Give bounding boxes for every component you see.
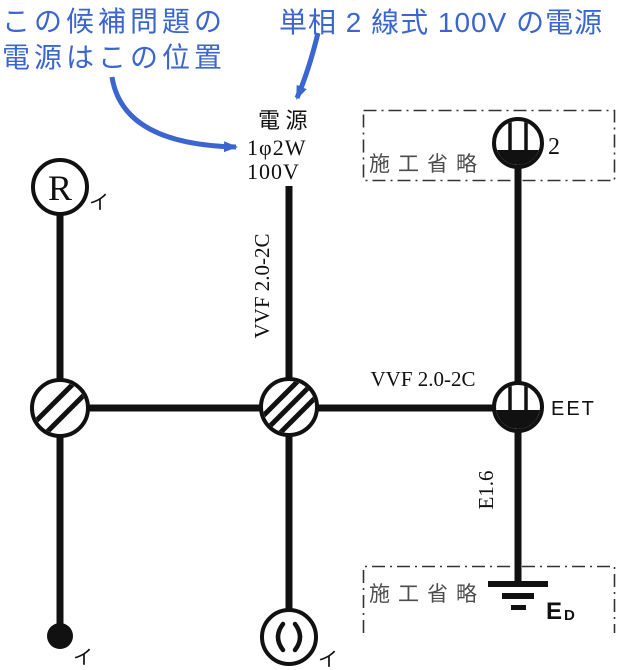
lamp-receptacle-symbol: R イ bbox=[31, 158, 109, 216]
omission-box-top bbox=[362, 109, 616, 182]
ceiling-rosette-left-paren bbox=[275, 621, 286, 653]
straight-pointer-arrow bbox=[294, 32, 321, 100]
right-annotation: 単相 2 線式 100V の電源 bbox=[279, 7, 603, 38]
ceiling-rosette-symbol: イ bbox=[260, 608, 338, 670]
eet-outlet-inner bbox=[496, 385, 540, 429]
eet-outlet-symbol: EET bbox=[492, 381, 596, 433]
joint-box-left-circle bbox=[30, 378, 90, 438]
power-source-system: 1φ2W bbox=[247, 135, 306, 160]
earth-bar-2 bbox=[502, 593, 534, 599]
ceiling-rosette-right-paren bbox=[292, 621, 303, 653]
earth-label-sub: D bbox=[564, 607, 575, 624]
double-outlet-inner bbox=[496, 121, 540, 165]
omission-box-bottom bbox=[362, 565, 616, 633]
earth-wire-label: E1.6 bbox=[474, 470, 498, 509]
lamp-receptacle-circle bbox=[31, 158, 89, 216]
ceiling-rosette-circuit-label: イ bbox=[318, 649, 338, 670]
joint-box-left bbox=[30, 378, 90, 438]
omission-label-bottom: 施工省略 bbox=[369, 582, 485, 606]
power-source-label: 電 源 1φ2W 100V bbox=[247, 108, 308, 184]
switch-symbol: イ bbox=[47, 623, 93, 669]
double-outlet-count: 2 bbox=[548, 134, 560, 160]
left-annotation-line1: この候補問題の bbox=[2, 6, 226, 37]
earth-symbol: E D bbox=[488, 581, 575, 625]
omission-label-top: 施工省略 bbox=[369, 152, 485, 176]
lamp-receptacle-circuit-label: イ bbox=[89, 192, 109, 214]
lamp-receptacle-letter: R bbox=[48, 168, 72, 208]
left-annotation-line2: 電源はこの位置 bbox=[2, 42, 226, 73]
switch-dot bbox=[47, 623, 73, 649]
switch-circuit-label: イ bbox=[73, 647, 93, 669]
earth-label-main: E bbox=[546, 598, 562, 625]
ceiling-rosette-circle bbox=[260, 608, 318, 666]
branch-cable-label: VVF 2.0-2C bbox=[370, 367, 475, 391]
power-source-name: 電 源 bbox=[258, 108, 308, 133]
double-outlet-symbol: 2 bbox=[492, 117, 560, 169]
joint-box-left-hatch bbox=[34, 382, 86, 434]
earth-bar-1 bbox=[488, 581, 548, 587]
eet-outlet-label: EET bbox=[551, 398, 596, 420]
curved-pointer-arrow bbox=[109, 76, 238, 153]
power-source-voltage: 100V bbox=[247, 159, 300, 184]
earth-bar-3 bbox=[511, 605, 526, 610]
feed-cable-label: VVF 2.0-2C bbox=[250, 233, 274, 338]
